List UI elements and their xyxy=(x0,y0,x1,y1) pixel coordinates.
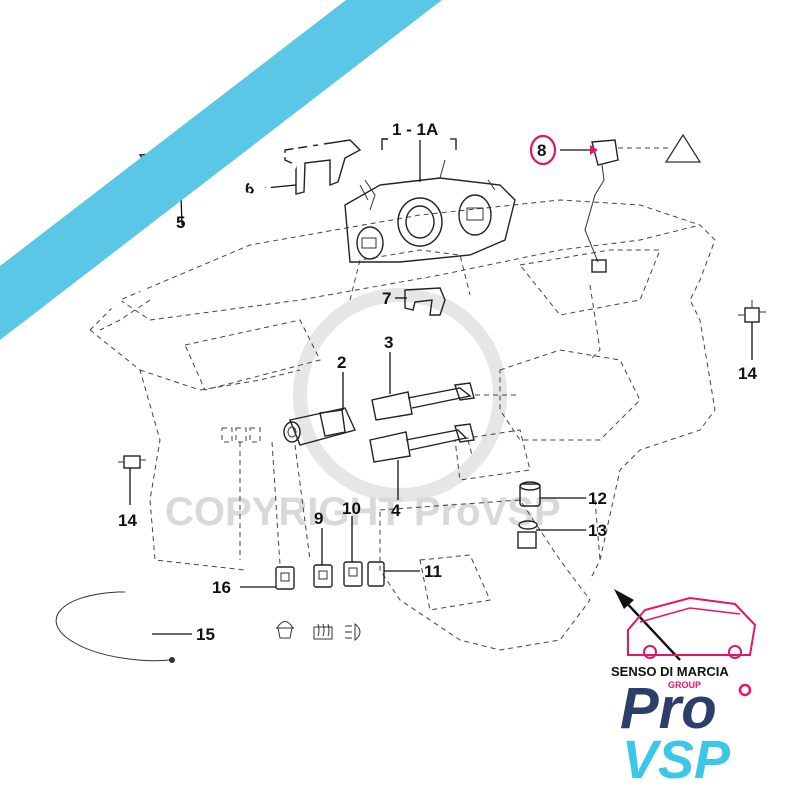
hazard-warning-icon xyxy=(664,133,702,163)
part-6-bracket xyxy=(264,139,362,195)
direction-label: SENSO DI MARCIA xyxy=(611,664,729,679)
provsp-logo: Pro GROUP VSP xyxy=(620,596,757,790)
dashboard-outline xyxy=(89,199,716,651)
part-13-socket xyxy=(517,520,586,549)
switch-panel-outline xyxy=(221,427,311,566)
logo-group-text: GROUP xyxy=(668,680,701,690)
logo-pro-text: Pro xyxy=(620,676,717,741)
label-part-5: 5 xyxy=(176,213,185,232)
part-9-switch xyxy=(313,528,333,588)
part-11-switch xyxy=(367,561,420,587)
label-part-14-left: 14 xyxy=(118,511,137,530)
logo-vsp-text: VSP xyxy=(622,730,731,790)
label-part-11: 11 xyxy=(424,562,442,581)
connector-lines xyxy=(467,394,520,456)
part-14-left-bulb-holder xyxy=(118,455,146,505)
part-12-socket xyxy=(519,481,586,507)
part-2-ignition-lock xyxy=(283,372,356,446)
part-8-highlight-circle xyxy=(529,134,557,166)
part-10-switch xyxy=(343,516,363,587)
label-part-16: 16 xyxy=(212,578,231,597)
label-part-3: 3 xyxy=(384,333,393,352)
label-part-12: 12 xyxy=(588,489,607,508)
part-7-clip xyxy=(395,287,446,316)
pink-arrow-head xyxy=(590,145,598,155)
part-8-hazard-switch xyxy=(560,139,668,273)
label-part-1: 1 - 1A xyxy=(392,120,438,139)
part-15-cable xyxy=(55,591,192,663)
watermark-emblem xyxy=(293,288,507,502)
heated-rear-window-icon xyxy=(313,623,333,640)
label-part-9: 9 xyxy=(314,509,323,528)
driving-direction-arrow xyxy=(614,589,681,661)
part-3-stalk-switch xyxy=(371,352,475,421)
label-part-7: 7 xyxy=(382,289,391,308)
label-part-8: 8 xyxy=(537,141,546,160)
fog-light-icon xyxy=(345,622,361,642)
part-4-stalk-switch xyxy=(369,423,475,500)
label-part-10: 10 xyxy=(342,499,361,518)
watermark-text: COPYRIGHT ProVSP xyxy=(165,490,561,534)
label-part-14-right: 14 xyxy=(738,364,757,383)
label-part-13: 13 xyxy=(588,521,607,540)
label-part-2: 2 xyxy=(337,353,346,372)
label-part-4: 4 xyxy=(391,501,401,520)
part-16-switch xyxy=(240,566,295,590)
part-1-instrument-cluster xyxy=(344,138,516,263)
bulb-symbol-icon xyxy=(276,621,294,639)
label-part-15: 15 xyxy=(196,625,215,644)
label-part-6: 6 xyxy=(245,179,254,198)
part-14-right-bulb-holder xyxy=(738,300,766,360)
